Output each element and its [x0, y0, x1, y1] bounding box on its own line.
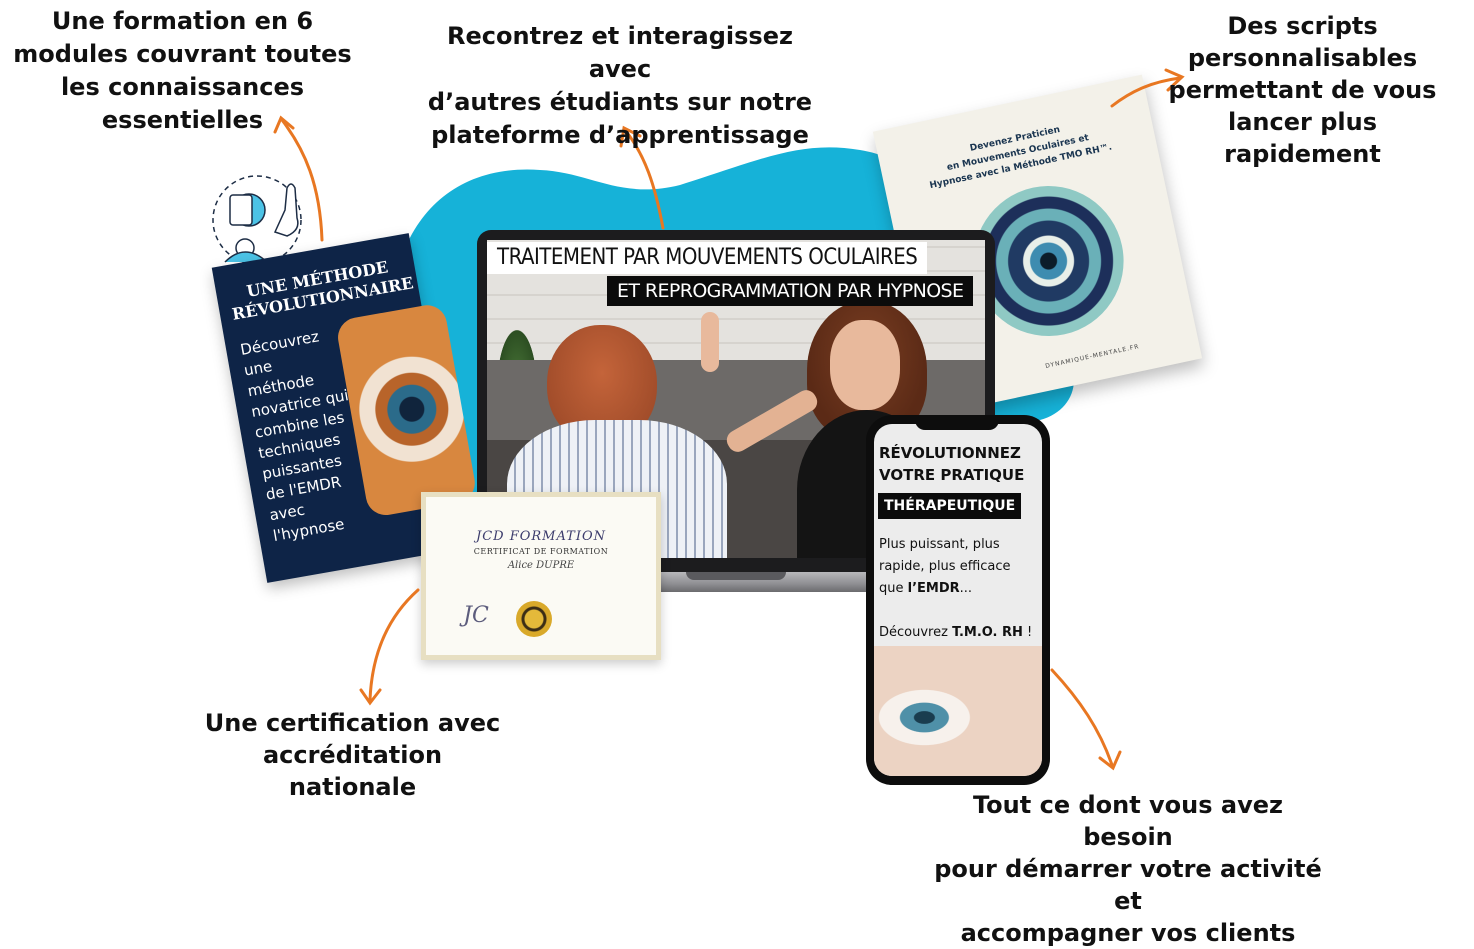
caption-everything: Tout ce dont vous avez besoin pour démar…	[928, 789, 1328, 949]
video-title-line1: TRAITEMENT PAR MOUVEMENTS OCULAIRES	[487, 242, 928, 274]
caption-certification-line: nationale	[288, 773, 417, 801]
arrow-scripts	[1110, 76, 1182, 108]
caption-certification-line: Une certification avec	[204, 709, 501, 737]
phone-text-b-main: Découvrez	[879, 625, 953, 640]
arrow-modules	[280, 118, 324, 242]
certificate-monogram: JC	[463, 603, 489, 628]
caption-scripts-line: permettant de vous	[1168, 76, 1437, 104]
arrow-community	[623, 128, 665, 230]
caption-scripts-line: personnalisables	[1187, 44, 1418, 72]
phone-text-a: Plus puissant, plus rapide, plus efficac…	[879, 534, 1039, 600]
video-title-line2: ET REPROGRAMMATION PAR HYPNOSE	[607, 276, 974, 306]
caption-scripts-line: lancer plus rapidement	[1224, 108, 1381, 168]
caption-community-line: plateforme d’apprentissage	[431, 121, 809, 149]
raised-fingers	[701, 312, 719, 372]
phone-text-a-end: ...	[959, 581, 973, 596]
arrows-layer	[273, 68, 1185, 771]
gold-seal-icon	[516, 601, 552, 637]
caption-modules-line: modules couvrant toutes	[13, 40, 352, 68]
certificate: JCD FORMATION CERTIFICAT DE FORMATION Al…	[421, 492, 661, 660]
phone-text-b: Découvrez T.M.O. RH !	[879, 622, 1039, 644]
arrowhead-community	[619, 125, 642, 148]
caption-everything-line: pour démarrer votre activité et	[934, 855, 1322, 915]
phone-eye-photo	[874, 646, 1042, 776]
caption-community-line: d’autres étudiants sur notre	[427, 88, 813, 116]
caption-certification: Une certification avec accréditation nat…	[195, 707, 510, 803]
arrowhead-cert	[359, 688, 382, 706]
arrowhead-modules	[273, 115, 295, 134]
phone-text-b-end: !	[1022, 625, 1033, 640]
caption-scripts: Des scripts personnalisables permettant …	[1155, 10, 1450, 170]
therapist-face	[830, 320, 900, 410]
megaphone-icon	[212, 175, 302, 265]
phone-text-b-bold: T.M.O. RH	[952, 625, 1023, 640]
certificate-recipient: Alice DUPRE	[507, 560, 575, 571]
phone-text-a-main: Plus puissant, plus rapide, plus efficac…	[879, 537, 1011, 596]
caption-modules-line: les connaissances	[60, 73, 305, 101]
certificate-subtitle: CERTIFICAT DE FORMATION	[473, 547, 609, 556]
caption-modules-line: Une formation en 6	[51, 7, 314, 35]
phone-screen: RÉVOLUTIONNEZ VOTRE PRATIQUE THÉRAPEUTIQ…	[874, 424, 1042, 776]
phone-notch	[915, 416, 999, 430]
phone-badge: THÉRAPEUTIQUE	[878, 493, 1022, 519]
caption-everything-line: Tout ce dont vous avez besoin	[973, 791, 1283, 851]
caption-everything-line: accompagner vos clients	[960, 919, 1296, 947]
phone-headline-line1: RÉVOLUTIONNEZ	[879, 444, 1021, 462]
caption-modules: Une formation en 6 modules couvrant tout…	[10, 5, 355, 137]
laptop-notch	[686, 572, 786, 580]
caption-modules-line: essentielles	[101, 106, 264, 134]
certificate-brand: JCD FORMATION	[475, 529, 606, 544]
arrow-everything	[1050, 668, 1114, 767]
phone-text-a-bold: l’EMDR	[907, 581, 960, 596]
caption-certification-line: accréditation	[262, 741, 443, 769]
phone-headline: RÉVOLUTIONNEZ VOTRE PRATIQUE	[879, 442, 1039, 486]
arrow-cert	[368, 588, 420, 702]
caption-scripts-line: Des scripts	[1227, 12, 1378, 40]
arrowhead-scripts	[1164, 68, 1185, 92]
arrowhead-everything	[1098, 750, 1122, 771]
phone-headline-line2: VOTRE PRATIQUE	[879, 466, 1025, 484]
caption-community: Recontrez et interagissez avec d’autres …	[415, 20, 825, 152]
caption-community-line: Recontrez et interagissez avec	[447, 22, 793, 83]
